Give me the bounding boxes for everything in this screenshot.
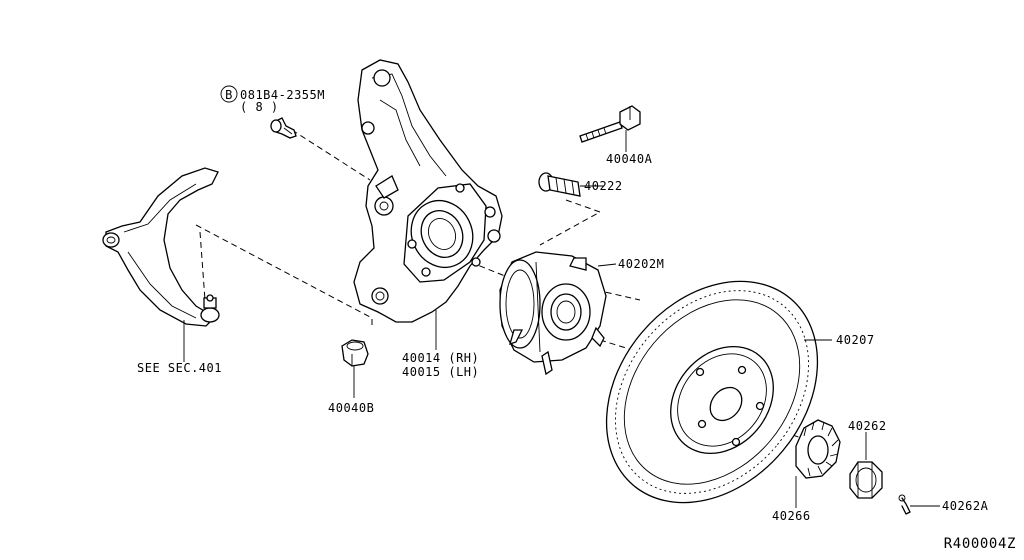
hub-nut-40262 — [849, 461, 883, 499]
lower-control-arm — [102, 167, 220, 327]
label-bolt-qty: ( 8 ) — [240, 100, 279, 114]
hub-assembly-40202m — [499, 251, 607, 376]
bolt-40040a — [579, 105, 641, 143]
leader-lines — [183, 130, 940, 508]
label-40015: 40015 (LH) — [402, 365, 479, 379]
knuckle-bolt — [270, 117, 297, 139]
label-40014: 40014 (RH) — [402, 351, 479, 365]
label-40262a: 40262A — [942, 499, 989, 513]
label-40040b: 40040B — [328, 401, 374, 415]
label-40222: 40222 — [584, 179, 623, 193]
diagram-code: R400004Z — [944, 536, 1016, 552]
label-40202m: 40202M — [618, 257, 664, 271]
bolt-circle-letter: B — [225, 88, 233, 102]
splined-washer-40266 — [795, 419, 841, 479]
wheel-stud-40222 — [538, 172, 581, 197]
part-labels: B 081B4-2355M ( 8 ) SEE SEC.401 40040B 4… — [137, 85, 1016, 552]
label-40207: 40207 — [836, 333, 875, 347]
steering-knuckle — [353, 59, 503, 323]
label-bolt-code: 081B4-2355M — [240, 88, 325, 102]
nut-40040b — [341, 339, 369, 367]
label-40266: 40266 — [772, 509, 811, 523]
label-40262: 40262 — [848, 419, 887, 433]
cotter-pin-40262a — [898, 494, 911, 515]
label-40040a: 40040A — [606, 152, 653, 166]
label-see-sec: SEE SEC.401 — [137, 361, 222, 375]
bolt-circle-marker — [220, 85, 238, 103]
brake-rotor-40207 — [605, 280, 819, 504]
